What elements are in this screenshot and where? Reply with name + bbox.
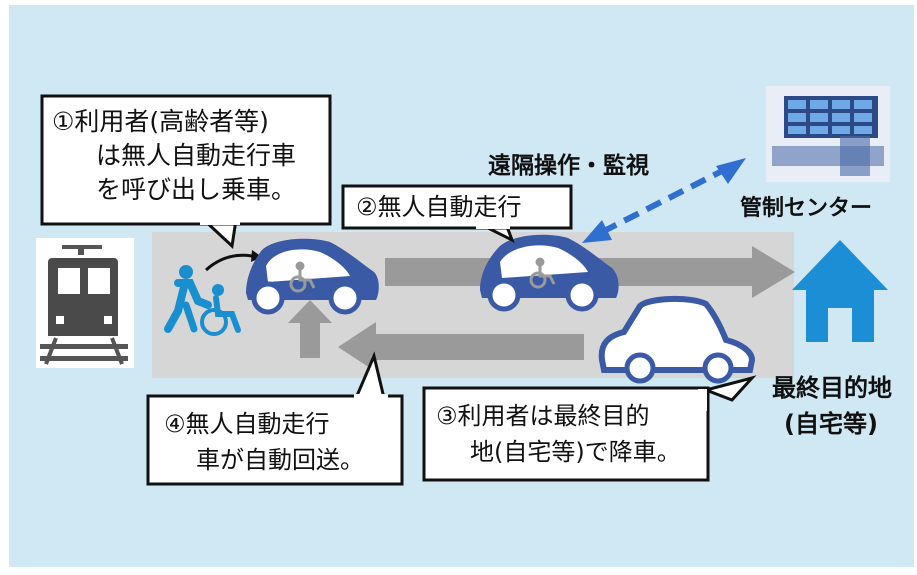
up-arrow <box>288 300 332 358</box>
remote-control-arrow <box>582 158 746 243</box>
control-center-label: 管制センター <box>740 196 873 221</box>
callout-4-line-2: 車が自動回送。 <box>196 446 364 474</box>
car-icon-3 <box>598 295 756 384</box>
callout-3-line-1: ③利用者は最終目的 <box>436 402 650 430</box>
callout-3-box <box>422 375 757 482</box>
car-with-wheelchair-icon-1 <box>246 238 379 315</box>
control-room-monitor-icon <box>766 86 890 182</box>
callout-1-box <box>40 94 332 250</box>
train-icon <box>36 238 134 368</box>
destination-label-line-2: (自宅等) <box>784 410 878 438</box>
return-arrow <box>338 322 584 372</box>
wheelchair-user-with-helper-icon <box>164 265 241 336</box>
boarding-arrow <box>204 253 253 272</box>
callout-1-line-3: を呼び出し乗車。 <box>96 175 297 204</box>
car-with-wheelchair-icon-2 <box>480 234 619 312</box>
callout-2-text: ②無人自動走行 <box>356 193 522 221</box>
boarding-arrow-head <box>251 250 262 262</box>
destination-label-line-1: 最終目的地 <box>772 374 892 402</box>
callout-4-box <box>146 351 404 486</box>
callout-1-line-1: ①利用者(高齢者等) <box>52 107 269 136</box>
callout-1-line-2: は無人自動走行車 <box>96 141 297 170</box>
house-icon <box>792 240 888 342</box>
callout-4-line-1: ④無人自動走行 <box>164 410 330 438</box>
callout-2-box <box>341 184 573 244</box>
callout-3-line-2: 地(自宅等)で降車。 <box>470 438 681 466</box>
remote-operation-label: 遠隔操作・監視 <box>488 153 649 179</box>
